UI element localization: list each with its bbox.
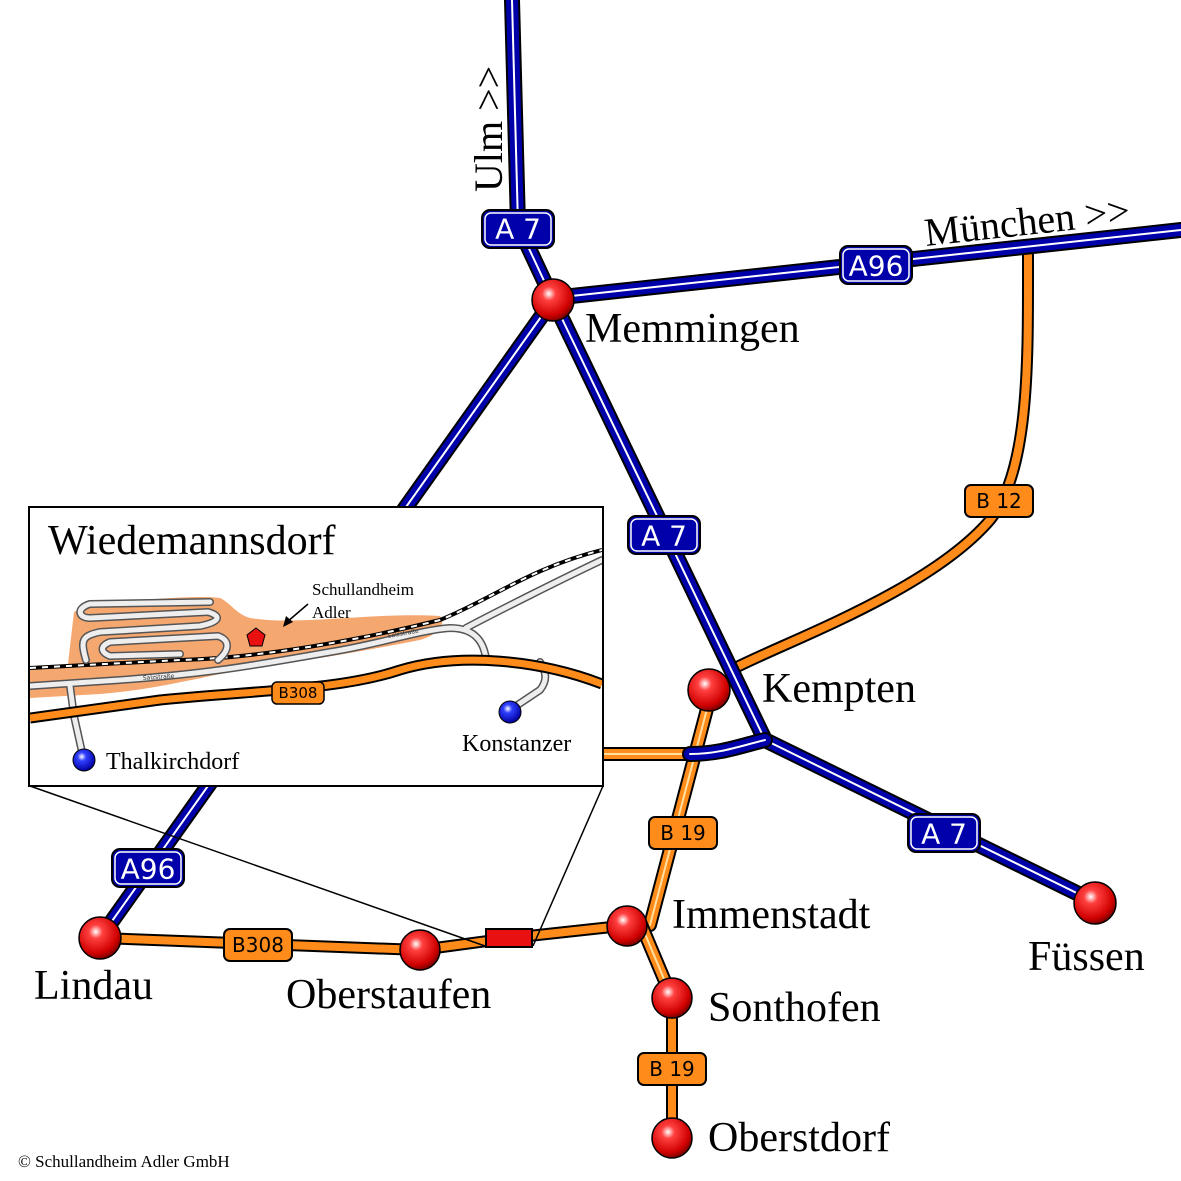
svg-text:A96: A96: [849, 250, 904, 283]
lindau-marker[interactable]: [78, 916, 122, 960]
a7-north-shield: A 7: [481, 209, 555, 249]
thalkirchdorf-label: Thalkirchdorf: [106, 749, 239, 775]
svg-text:B 19: B 19: [660, 821, 706, 845]
a7-middle-shield: A 7: [627, 515, 701, 555]
inset-street-label-1: Salzstraße: [143, 673, 175, 682]
school-name-line2: Adler: [312, 603, 351, 622]
svg-text:B308: B308: [279, 684, 318, 702]
thalkirchdorf-marker[interactable]: [72, 748, 96, 772]
konstanzer-label: Konstanzer: [462, 731, 571, 757]
ulm-direction-label: Ulm >>: [466, 66, 511, 192]
village-area: [30, 596, 443, 698]
b12-shield: B 12: [964, 484, 1034, 518]
svg-text:B 12: B 12: [976, 489, 1022, 513]
b19-north-shield: B 19: [648, 816, 718, 850]
svg-text:A 7: A 7: [495, 213, 541, 246]
konstanzer-marker[interactable]: [498, 700, 522, 724]
fuessen-marker[interactable]: [1073, 881, 1117, 925]
svg-text:A96: A96: [121, 853, 176, 886]
sonthofen-marker[interactable]: [651, 977, 693, 1019]
immenstadt-label: Immenstadt: [672, 892, 871, 938]
b308-shield: B308: [223, 928, 293, 962]
inset-map: Salzstraße Salzstraße B308 Wiedemannsdor…: [28, 506, 604, 787]
oberstaufen-label: Oberstaufen: [286, 972, 491, 1018]
school-marker[interactable]: [246, 627, 266, 647]
lindau-label: Lindau: [34, 963, 153, 1009]
immenstadt-marker[interactable]: [606, 905, 648, 947]
inset-leader-lines: [29, 785, 604, 947]
inset-title: Wiedemannsdorf: [48, 518, 336, 564]
fuessen-label: Füssen: [1028, 934, 1145, 980]
city-markers: [78, 278, 1117, 1159]
b19-south-shield: B 19: [637, 1052, 707, 1086]
oberstdorf-marker[interactable]: [651, 1117, 693, 1159]
school-pointer-arrow: [286, 603, 309, 623]
svg-text:B308: B308: [232, 933, 284, 957]
copyright-notice: © Schullandheim Adler GmbH: [18, 1152, 230, 1171]
kempten-marker[interactable]: [687, 668, 731, 712]
sonthofen-label: Sonthofen: [708, 985, 881, 1031]
memmingen-label: Memmingen: [585, 306, 800, 352]
svg-text:A 7: A 7: [921, 818, 967, 851]
a96-east-shield: A96: [839, 245, 913, 285]
oberstaufen-marker[interactable]: [399, 929, 441, 971]
a7-south-shield: A 7: [907, 813, 981, 853]
svg-text:A 7: A 7: [641, 520, 687, 553]
school-name-line1: Schullandheim: [312, 580, 414, 599]
a96-west-shield: A96: [111, 848, 185, 888]
oberstdorf-label: Oberstdorf: [708, 1115, 890, 1161]
school-location-marker[interactable]: [485, 928, 533, 948]
memmingen-marker[interactable]: [531, 278, 575, 322]
kempten-label: Kempten: [762, 666, 916, 712]
svg-text:B 19: B 19: [649, 1057, 695, 1081]
inset-b308-shield: B308: [271, 681, 325, 705]
